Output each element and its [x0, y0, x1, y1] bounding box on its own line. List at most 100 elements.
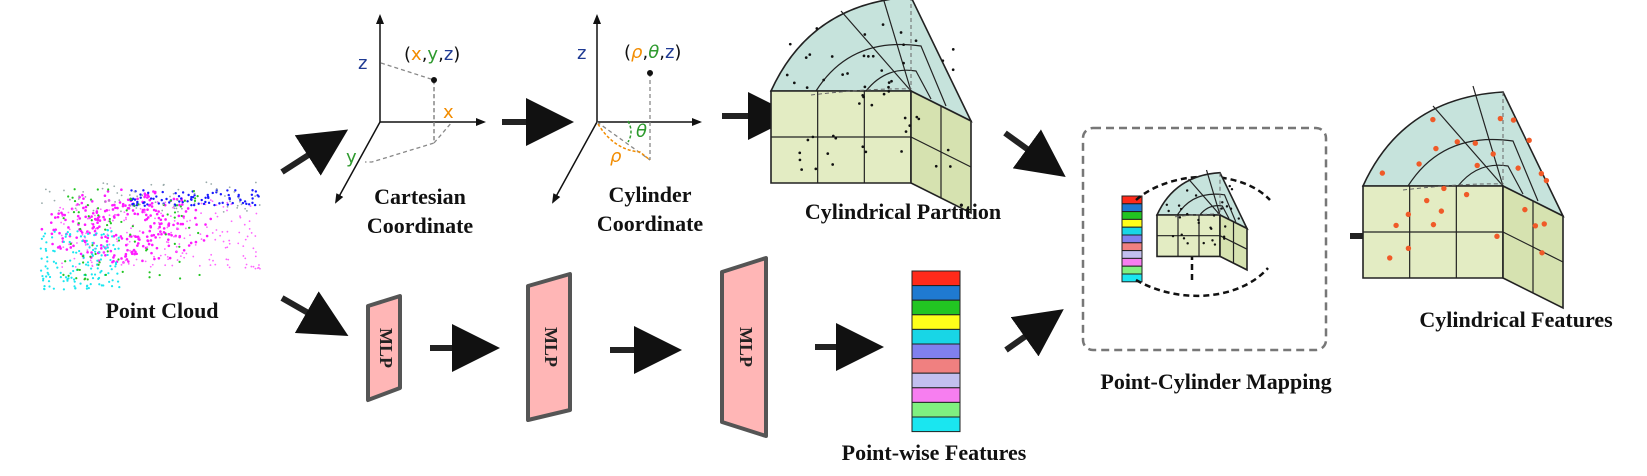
feature-cell: [911, 314, 961, 330]
arrow-features-to-mapping: [1004, 309, 1064, 357]
mlp-1-label: MLP: [376, 328, 396, 368]
point-cloud-image: [39, 181, 261, 291]
cylinder-rho-label: ρ: [610, 146, 622, 167]
cylinder-point: [871, 54, 875, 58]
cylinder-point: [948, 165, 952, 168]
cartesian-caption-line2: Coordinate: [367, 213, 474, 238]
cylinder-point: [822, 78, 826, 82]
cylinder-point: [1438, 208, 1445, 214]
cylinder-point: [1538, 170, 1545, 177]
cylinder-point: [831, 163, 835, 166]
feature-cell: [1121, 211, 1143, 220]
cylinder-point: [1213, 243, 1217, 246]
cylinder-point: [880, 69, 884, 72]
cylindrical-features-caption: Cylindrical Features: [1419, 307, 1613, 332]
cylinder-point: [1222, 235, 1226, 238]
cylinder-point: [1211, 239, 1214, 242]
cylinder-point: [846, 72, 849, 75]
cylinder-point: [1416, 161, 1422, 167]
cylinder-point: [1430, 221, 1437, 228]
mlp-block-1: MLP: [366, 294, 402, 402]
cylinder-point: [1223, 237, 1226, 240]
cylinder-point: [908, 124, 912, 128]
cylinder-point: [826, 152, 830, 155]
cylinder-point: [1202, 241, 1205, 245]
pointwise-features-caption: Point-wise Features: [842, 440, 1027, 465]
cylinder-point: [1433, 145, 1439, 152]
cylinder-point: [946, 148, 950, 152]
cylinder-point: [1510, 117, 1517, 123]
cylindrical-features-figure: [1361, 85, 1565, 310]
cylinder-point: [1220, 207, 1223, 210]
cylinder-point: [900, 150, 903, 153]
mlp-block-2: MLP: [526, 272, 572, 422]
cylinder-point: [1497, 115, 1504, 122]
cylinder-point: [1165, 203, 1169, 207]
cylindrical-partition-figure: [769, 0, 973, 215]
cartesian-point-label: (x,y,z): [404, 44, 460, 65]
feature-cell: [1121, 257, 1143, 267]
feature-cell: [1121, 226, 1143, 236]
cylinder-point: [887, 81, 891, 84]
feature-cell: [911, 285, 961, 301]
cylinder-point: [1197, 218, 1200, 222]
cylinder-point: [863, 85, 867, 89]
cylinder-point: [800, 168, 804, 171]
cylinder-point: [1228, 184, 1231, 188]
cylinder-axes: [552, 14, 702, 204]
feature-cell: [1121, 218, 1143, 228]
cylinder-point: [902, 61, 905, 65]
cylinder-point: [941, 59, 945, 63]
cylinder-point: [1212, 214, 1216, 217]
feature-cell: [911, 387, 961, 403]
feature-cell: [911, 343, 961, 360]
cylinder-point: [1221, 201, 1224, 204]
cylinder-point: [1186, 242, 1189, 245]
cylinder-point: [917, 117, 921, 121]
cylinder-point: [1167, 209, 1170, 213]
feature-cell: [911, 372, 961, 389]
cylinder-point: [805, 86, 809, 89]
cylinder-point: [914, 39, 918, 43]
feature-cell: [1121, 250, 1143, 259]
arrow-to-mlp: [280, 291, 349, 336]
cylinder-point: [951, 48, 955, 51]
cylinder-point: [792, 81, 796, 85]
cylinder-point: [951, 68, 955, 72]
mapping-dashed-box: [1081, 126, 1328, 352]
cylinder-point: [1490, 151, 1496, 157]
cylinder-point: [1515, 165, 1521, 171]
cylinder-point: [1182, 237, 1186, 240]
cylinder-point: [863, 33, 867, 36]
cylinder-point: [830, 55, 834, 58]
cylinder-caption-line1: Cylinder: [608, 182, 691, 207]
cylinder-point: [887, 90, 891, 93]
cylinder-point: [1229, 207, 1233, 210]
mapping-cylinder-figure: [1155, 169, 1249, 272]
cylinder-point: [1179, 207, 1183, 211]
cylinder-point: [1405, 245, 1412, 252]
cylinder-point: [904, 130, 908, 133]
cylinder-point: [1185, 212, 1189, 216]
cylinder-point: [1430, 116, 1436, 123]
cylinder-point: [831, 134, 835, 138]
cylinder-point: [814, 167, 818, 171]
cylinder-point: [1178, 216, 1182, 219]
cylinder-point: [861, 94, 865, 97]
cylinder-point: [798, 158, 802, 162]
cylindrical-partition-caption: Cylindrical Partition: [805, 199, 1001, 224]
mapping-feature-stack: [1121, 195, 1143, 283]
cylinder-caption-line2: Coordinate: [597, 211, 704, 236]
cylinder-point: [858, 102, 861, 105]
cylinder-point-label: (ρ,θ,z): [624, 42, 681, 63]
arrow-to-cartesian: [280, 129, 349, 176]
cylinder-point: [890, 79, 893, 83]
cylinder-point: [1463, 191, 1470, 198]
feature-cell: [1121, 242, 1143, 252]
cartesian-caption-line1: Cartesian: [374, 184, 466, 209]
cylinder-point: [899, 31, 903, 34]
feature-cell: [911, 299, 961, 316]
cylinder-point: [1194, 194, 1198, 197]
